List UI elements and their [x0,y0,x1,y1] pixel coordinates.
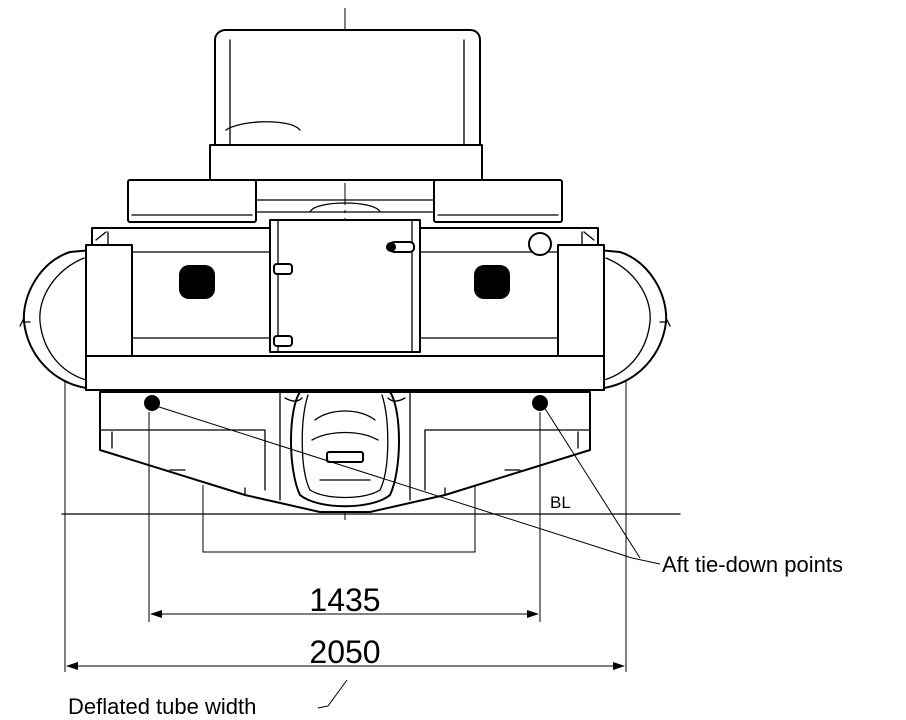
outer-dimension-value: 2050 [309,634,380,670]
center-door [269,219,421,353]
port-vent [179,265,215,299]
baseline-label: BL [550,493,571,512]
tie-down-port [144,395,160,411]
starboard-tube [597,249,668,389]
boat-hull [19,29,671,513]
inner-dimension-value: 1435 [309,582,380,618]
tie-down-label: Aft tie-down points [662,552,843,577]
starboard-vent [474,265,510,299]
port-tube [22,249,93,389]
console [214,29,481,146]
deflated-width-label: Deflated tube width [68,694,256,719]
jet-drive [290,391,400,508]
fuel-cap [528,232,552,256]
transom-rail [85,355,605,391]
